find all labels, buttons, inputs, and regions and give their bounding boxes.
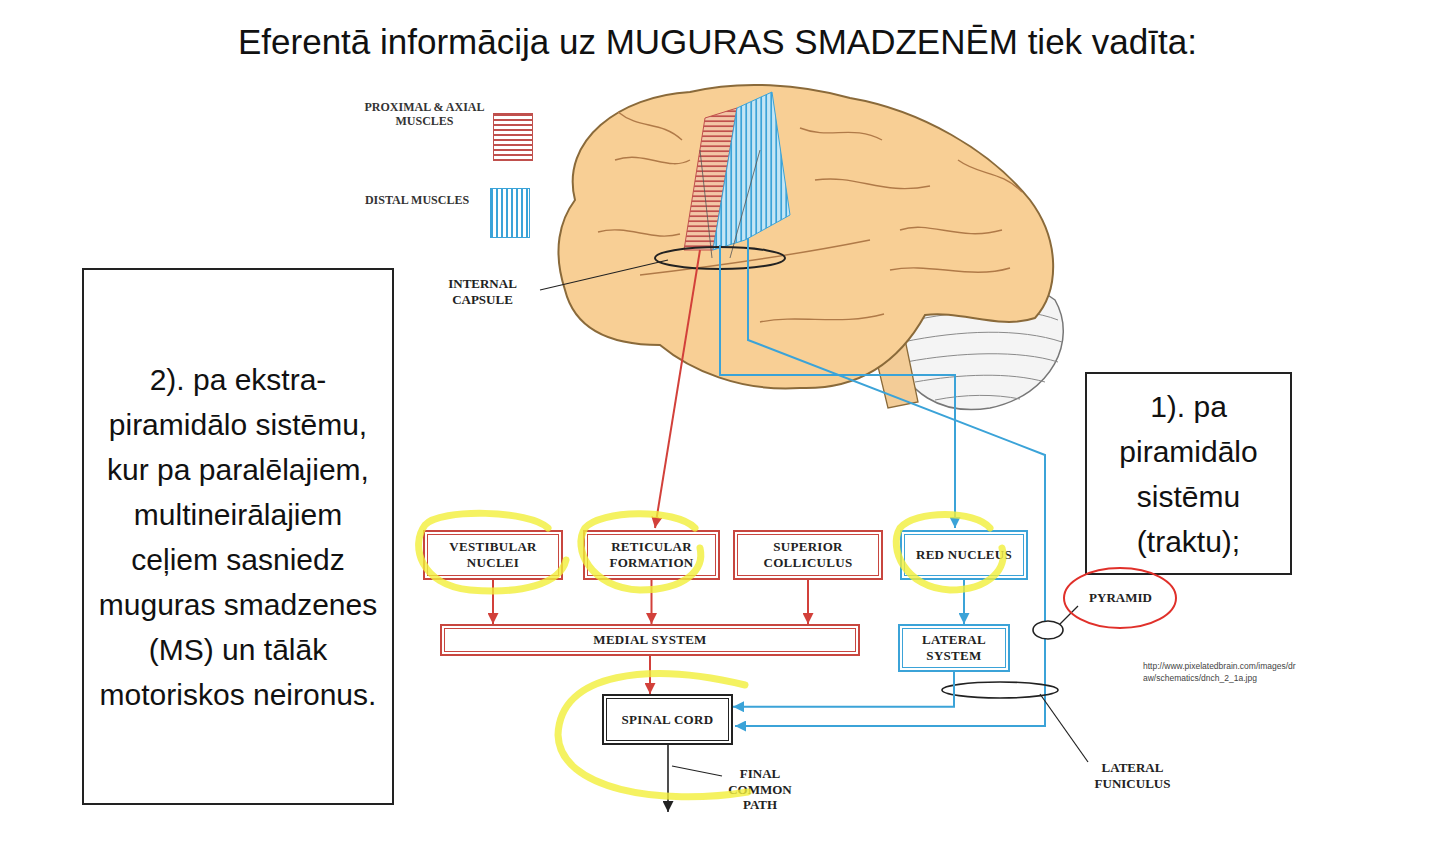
fibre-line xyxy=(730,150,760,258)
brain-sulci xyxy=(598,112,1022,322)
sulcus-line xyxy=(890,268,1010,272)
leader-line xyxy=(1040,694,1088,762)
spinal-cord-box: SPINAL CORD xyxy=(602,694,733,745)
highlight-stroke xyxy=(558,674,748,797)
internal-capsule-ring xyxy=(655,247,785,269)
sulcus-line xyxy=(618,112,682,140)
folium-line xyxy=(903,332,1062,342)
connector-arrow xyxy=(651,580,653,624)
note-box: 1). pa piramidālo sistēmu (traktu); xyxy=(1085,372,1292,575)
sulcus-line xyxy=(815,179,930,189)
sulcus-line xyxy=(958,160,1022,192)
folium-line xyxy=(915,375,1045,382)
pyramid-highlight xyxy=(1064,568,1176,628)
sulcus-line xyxy=(900,227,1002,233)
connector-arrow xyxy=(649,656,651,694)
system-box: LATERAL SYSTEM xyxy=(898,624,1010,672)
leader-line xyxy=(540,260,668,290)
connector-arrow xyxy=(807,580,809,624)
node-text: 2). pa ekstra-piramidālo sistēmu, kur pa… xyxy=(94,357,382,717)
node-text: MEDIAL SYSTEM xyxy=(593,632,706,648)
legend-text: DISTAL MUSCLES xyxy=(362,193,472,207)
corticorubral-tract xyxy=(720,245,955,528)
system-box: MEDIAL SYSTEM xyxy=(440,624,860,656)
lateral-funiculus-ring xyxy=(942,682,1058,698)
folium-line xyxy=(935,395,1020,400)
sulcus-line xyxy=(800,128,882,140)
final-common-path-arrow xyxy=(667,745,669,812)
reticulospinal-tract xyxy=(655,250,700,528)
lateral-fissure xyxy=(640,240,870,275)
note-box: 2). pa ekstra-piramidālo sistēmu, kur pa… xyxy=(82,268,394,805)
distal-muscle-area xyxy=(713,92,790,250)
node-text: RED NUCLEUS xyxy=(916,547,1012,563)
pyramid-ring xyxy=(1033,621,1063,639)
folium-line xyxy=(905,311,1058,322)
node-text: VESTIBULAR NUCLEI xyxy=(433,539,553,570)
nucleus-box: VESTIBULAR NUCLEI xyxy=(423,530,563,580)
nucleus-box: SUPERIOR COLLICULUS xyxy=(733,530,883,580)
nucleus-box: RETICULAR FORMATION xyxy=(583,530,720,580)
part-label: FINAL COMMON PATH xyxy=(720,766,800,813)
legend-swatch xyxy=(490,188,530,238)
leader-line xyxy=(1060,606,1078,624)
highlight-stroke xyxy=(419,513,566,591)
sulcus-line xyxy=(615,157,690,163)
cortical-fibres xyxy=(700,150,760,258)
brainstem xyxy=(868,325,918,408)
proximal-muscle-area xyxy=(684,108,737,250)
nucleus-box: RED NUCLEUS xyxy=(900,530,1028,580)
leader-line xyxy=(672,766,722,776)
part-label: PYRAMID xyxy=(1068,590,1173,606)
cerebellum-folia xyxy=(903,311,1062,400)
node-text: LATERAL SYSTEM xyxy=(908,632,1000,663)
source-url: http://www.pixelatedbrain.com/images/dra… xyxy=(1143,660,1298,685)
node-text: SUPERIOR COLLICULUS xyxy=(743,539,873,570)
brain-outline xyxy=(558,85,1053,389)
node-text: 1). pa piramidālo sistēmu (traktu); xyxy=(1097,384,1280,564)
legend-text: PROXIMAL & AXIAL MUSCLES xyxy=(362,100,487,129)
connector-arrow xyxy=(963,580,965,624)
part-label: INTERNAL CAPSULE xyxy=(425,276,540,307)
part-label: LATERAL FUNICULUS xyxy=(1065,760,1200,791)
cerebellum xyxy=(895,282,1063,410)
page-title: Eferentā informācija uz MUGURAS SMADZENĒ… xyxy=(238,22,1197,62)
sulcus-line xyxy=(598,230,680,236)
connector-arrow xyxy=(733,672,954,707)
fibre-line xyxy=(700,150,712,258)
node-text: SPINAL CORD xyxy=(622,712,714,728)
folium-line xyxy=(906,354,1058,362)
connector-arrow xyxy=(492,580,494,624)
legend-swatch xyxy=(493,113,533,161)
node-text: RETICULAR FORMATION xyxy=(593,539,710,570)
sulcus-line xyxy=(760,314,884,322)
